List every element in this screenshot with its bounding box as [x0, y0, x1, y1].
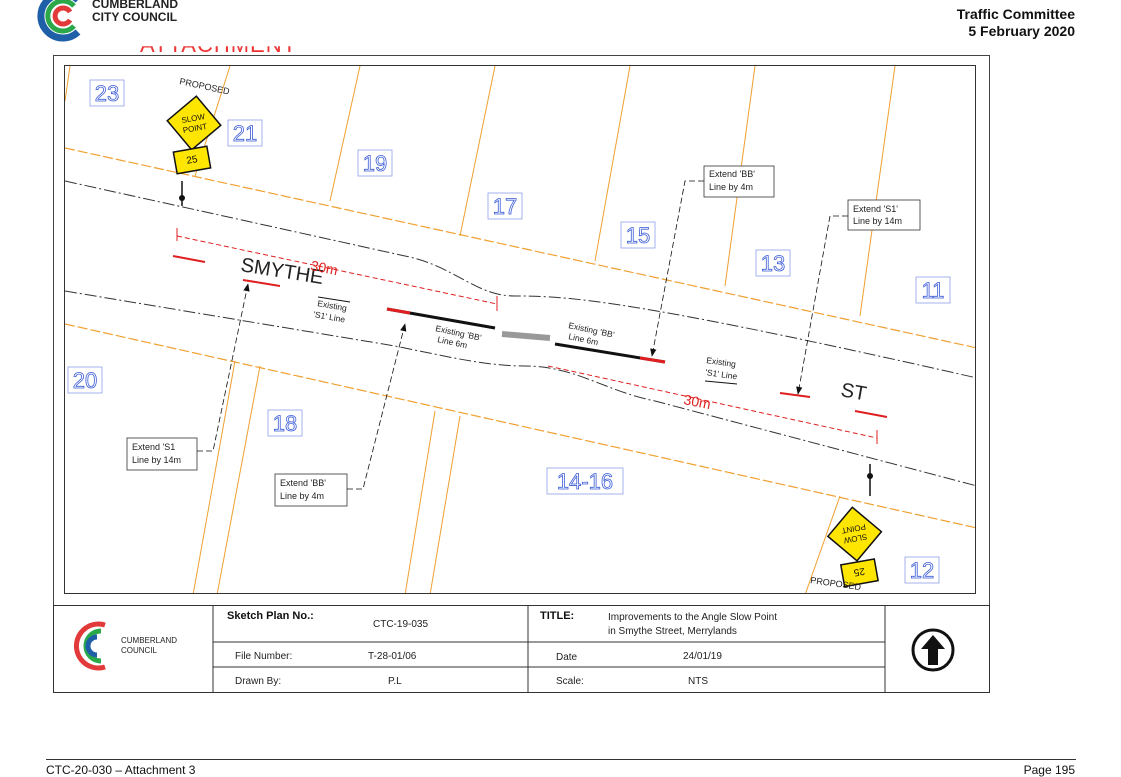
- footer-rule: [46, 759, 1076, 760]
- street-name-st: ST: [839, 379, 868, 405]
- lot-19: 19: [363, 151, 387, 176]
- scale-label: Scale:: [556, 676, 584, 687]
- title-block-logo-line2: COUNCIL: [121, 646, 158, 655]
- lot-13: 13: [761, 251, 785, 276]
- sketch-plan-label: Sketch Plan No.:: [227, 610, 314, 622]
- date-value: 24/01/19: [683, 651, 722, 662]
- distance-right: 30m: [682, 391, 712, 412]
- distance-left: 30m: [309, 257, 339, 278]
- note-extend-bb-bottom-2: Line by 4m: [280, 491, 324, 501]
- lot-23: 23: [95, 81, 119, 106]
- note-extend-bb-top-1: Extend 'BB': [709, 169, 755, 179]
- sketch-plan-value: CTC-19-035: [373, 619, 428, 630]
- slow-point-sign-bottom: SLOW POINT 25: [826, 506, 883, 588]
- label-existing-s1-right-1: Existing: [706, 355, 737, 369]
- lot-numbers: 23 21 19 17 15 13 11 20 18 14-16 12: [72, 81, 945, 584]
- footer-reference: CTC-20-030 – Attachment 3: [46, 763, 196, 777]
- footer-page-number: Page 195: [1023, 763, 1075, 777]
- note-extend-s1-left-1: Extend 'S1: [132, 442, 175, 452]
- sign-slow-bottom: SLOW: [843, 532, 868, 545]
- title-line2: in Smythe Street, Merrylands: [608, 626, 737, 637]
- header-logo-line2: CITY COUNCIL: [92, 10, 178, 24]
- date-label: Date: [556, 652, 578, 663]
- meeting-date: 5 February 2020: [968, 23, 1075, 39]
- title-block-logo-icon: [73, 621, 106, 671]
- plan-drawing: 23 21 19 17 15 13 11 20 18 14-16 12 SMYT…: [65, 66, 975, 593]
- sign-slow-top: SLOW: [181, 112, 206, 125]
- drawn-by-label: Drawn By:: [235, 676, 281, 687]
- lot-14-16: 14-16: [557, 469, 613, 494]
- header-logo-line1: CUMBERLAND: [92, 0, 178, 11]
- lot-21: 21: [233, 121, 257, 146]
- slow-point-sign-top: SLOW POINT 25: [166, 95, 222, 175]
- lot-17: 17: [493, 194, 517, 219]
- note-extend-s1-left-2: Line by 14m: [132, 455, 181, 465]
- title-block: CUMBERLAND COUNCIL Sketch Plan No.: CTC-…: [53, 605, 990, 693]
- sign-speed-bottom: 25: [852, 565, 865, 578]
- lot-20: 20: [73, 368, 97, 393]
- sign-point-top: POINT: [182, 122, 208, 135]
- sign-speed-top: 25: [186, 154, 199, 167]
- title-label: TITLE:: [540, 610, 574, 622]
- lot-12: 12: [910, 558, 934, 583]
- attachment-heading: ATTACHMENT: [140, 32, 298, 57]
- committee-name: Traffic Committee: [956, 6, 1075, 22]
- title-line1: Improvements to the Angle Slow Point: [608, 612, 777, 623]
- note-extend-bb-bottom-1: Extend 'BB': [280, 478, 326, 488]
- lot-18: 18: [273, 411, 297, 436]
- sign-point-bottom: POINT: [841, 522, 867, 535]
- sketch-plan: 23 21 19 17 15 13 11 20 18 14-16 12 SMYT…: [64, 65, 976, 594]
- header-logo-text: CUMBERLAND CITY COUNCIL: [92, 0, 178, 24]
- north-arrow-icon: [911, 628, 955, 672]
- scale-value: NTS: [688, 676, 708, 687]
- header-meeting-info: Traffic Committee 5 February 2020: [957, 6, 1075, 40]
- note-extend-s1-top-2: Line by 14m: [853, 216, 902, 226]
- header-logo-icon: [37, 0, 81, 42]
- file-number-label: File Number:: [235, 651, 292, 662]
- note-extend-bb-top-2: Line by 4m: [709, 182, 753, 192]
- lot-11: 11: [922, 278, 945, 303]
- file-number-value: T-28-01/06: [368, 651, 417, 662]
- proposed-top: PROPOSED: [179, 76, 231, 96]
- label-existing-s1-right-2: 'S1' Line: [705, 367, 738, 381]
- lot-15: 15: [626, 223, 650, 248]
- note-extend-s1-top-1: Extend 'S1': [853, 204, 898, 214]
- drawn-by-value: P.L: [388, 676, 402, 687]
- title-block-logo-line1: CUMBERLAND: [121, 636, 177, 645]
